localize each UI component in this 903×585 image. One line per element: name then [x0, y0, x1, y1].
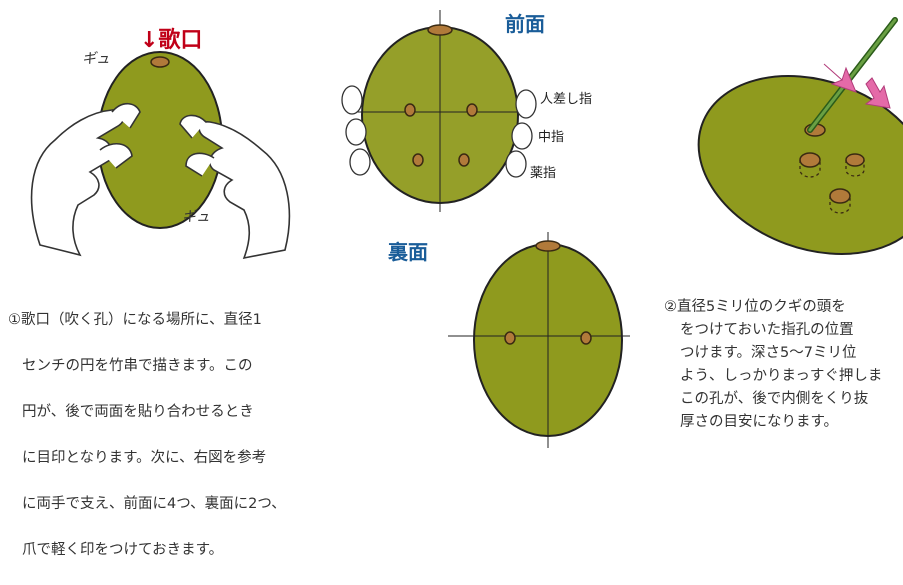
caption-line: をつけておいた指孔の位置	[680, 322, 854, 338]
caption-line: 厚さの目安になります。	[680, 414, 839, 430]
squeeze-sfx-top: ギュ	[82, 51, 110, 67]
finger-hole	[458, 153, 470, 167]
press-arrow-icon	[823, 63, 857, 93]
ring-finger-label: 薬指	[530, 166, 557, 181]
middle-finger-label: 中指	[538, 130, 565, 145]
mouth-hole	[150, 56, 170, 68]
caption-line: に目印となります。次に、右図を参考	[22, 450, 267, 466]
finger-hole	[412, 153, 424, 167]
step-2-caption: ②直径5ミリ位のクギの頭を をつけておいた指孔の位置 つけます。深さ5〜7ミリ位…	[664, 296, 903, 434]
step-1-caption: ①歌口（吹く孔）になる場所に、直径1 センチの円を竹串で描きます。この 円が、後…	[8, 286, 338, 585]
caption-line: よう、しっかりまっすぐ押しま	[680, 368, 883, 384]
squeeze-sfx-bottom: ギュ	[182, 209, 210, 225]
mouth-label: ↓歌口	[140, 28, 203, 53]
caption-line: この孔が、後で内側をくり抜	[680, 391, 869, 407]
press-arrow-icon	[864, 77, 891, 109]
nail-pressing-illustration	[697, 17, 903, 255]
finger-hole	[466, 103, 478, 117]
back-title: 裏面	[388, 240, 428, 264]
caption-line: 円が、後で両面を貼り合わせるとき	[22, 404, 254, 420]
caption-line: ②直径5ミリ位のクギの頭を	[664, 299, 846, 315]
front-back-diagram	[341, 10, 630, 448]
caption-line: に両手で支え、前面に4つ、裏面に2つ、	[22, 496, 286, 512]
front-title: 前面	[505, 12, 545, 36]
caption-line: 爪で軽く印をつけておきます。	[22, 542, 224, 558]
hands-holding-clay-illustration	[30, 51, 291, 260]
punched-holes	[799, 123, 865, 214]
caption-line: ①歌口（吹く孔）になる場所に、直径1	[8, 312, 262, 328]
index-finger-label: 人差し指	[540, 92, 593, 107]
finger-hole	[504, 331, 516, 345]
caption-line: センチの円を竹串で描きます。この	[22, 358, 253, 374]
caption-line: つけます。深さ5〜7ミリ位	[680, 345, 857, 361]
finger-hole	[580, 331, 592, 345]
finger-hole	[404, 103, 416, 117]
